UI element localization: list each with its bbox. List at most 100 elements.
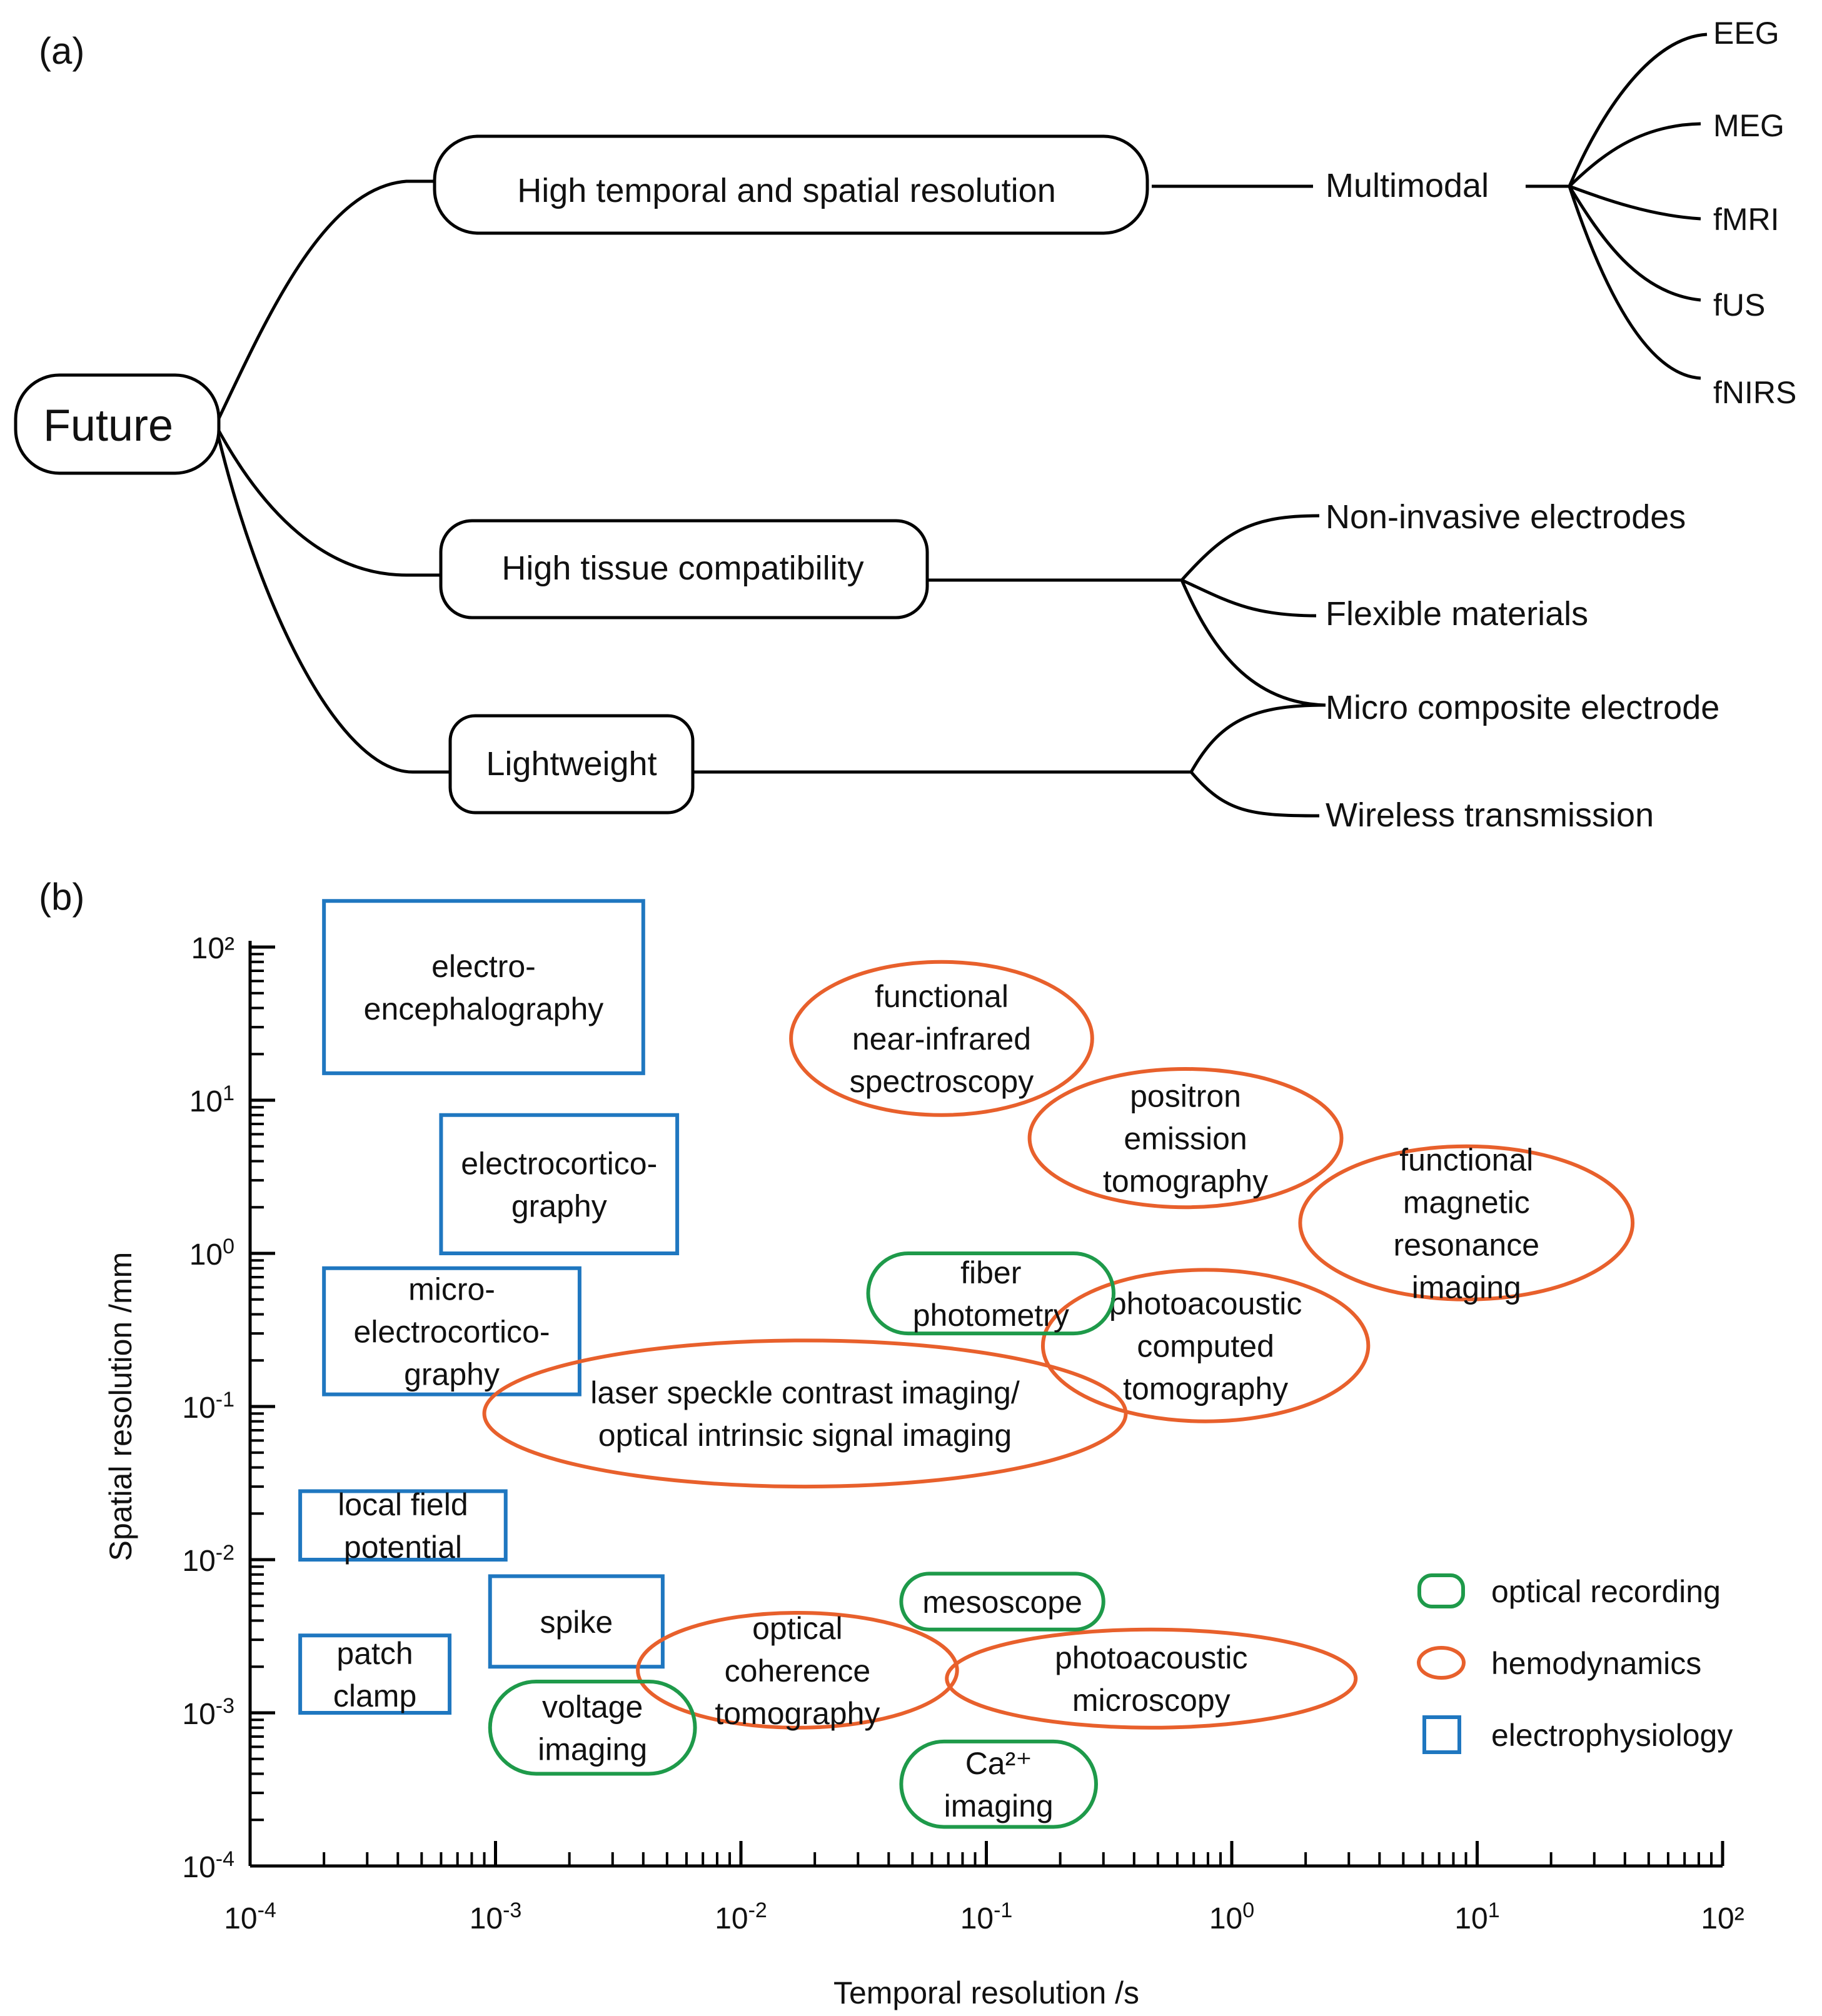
tree-connectors: [214, 33, 1708, 818]
legend-entry-hemodynamics: hemodynamics: [1417, 1646, 1701, 1681]
region-laser-speckle-contrast-imaging-optical-intrinsic-signal-imaging: laser speckle contrast imaging/optical i…: [482, 1338, 1128, 1489]
region-label: local field: [338, 1487, 468, 1522]
region-label: patch: [336, 1636, 413, 1671]
region-ellipse: [1040, 1268, 1371, 1423]
chart-legend: optical recording hemodynamics electrophys…: [1417, 1573, 1733, 1754]
region-ellipse: [1298, 1144, 1635, 1301]
connector-root-tissue: [214, 424, 444, 577]
modality-fus: fUS: [1713, 288, 1765, 323]
region-label: imaging: [944, 1788, 1054, 1823]
node-temporal-spatial-box: [433, 134, 1149, 235]
panel-a: (a) Future High te: [14, 16, 1796, 834]
region-positron-emission-tomography: positron emission tomography: [1027, 1066, 1344, 1210]
y-tick-label: 100: [189, 1235, 234, 1271]
region-ellipse: [1027, 1066, 1344, 1210]
legend-label: optical recording: [1491, 1574, 1721, 1609]
multimodal-label: Multimodal: [1326, 167, 1489, 204]
modality-fnirs: fNIRS: [1713, 375, 1796, 410]
region-label: electrocortico-: [461, 1146, 657, 1181]
region-label: tomography: [1123, 1372, 1288, 1407]
y-tick-label: 10-3: [182, 1694, 234, 1731]
node-tissue-box: [439, 519, 929, 619]
region-label: photometry: [913, 1298, 1069, 1333]
node-tissue: High tissue compatibility: [439, 519, 929, 619]
connector-fnirs: [1568, 186, 1701, 380]
legend-label: hemodynamics: [1491, 1646, 1701, 1681]
region-rounded-box: [488, 1679, 697, 1776]
region-label: micro-: [408, 1272, 495, 1307]
y-tick-label: 10-2: [182, 1541, 234, 1578]
region-label: resonance: [1394, 1227, 1540, 1262]
region-label: electro-: [431, 949, 536, 984]
modality-eeg: EEG: [1713, 16, 1779, 51]
y-tick-label: 10²: [191, 932, 234, 965]
x-tick-label: 10²: [1701, 1902, 1744, 1935]
x-tick-label: 10-3: [470, 1898, 522, 1935]
region-label: graphy: [404, 1357, 500, 1392]
x-tick-label: 10-2: [715, 1898, 767, 1935]
modality-fmri: fMRI: [1713, 202, 1779, 237]
region-label: electrocortico-: [354, 1315, 550, 1350]
region-mesoscope: mesoscope: [899, 1572, 1105, 1632]
panel-a-label: (a): [39, 30, 84, 72]
region-label: computed: [1137, 1329, 1274, 1364]
region-rect: [298, 1489, 508, 1562]
region-label: optical: [752, 1611, 843, 1646]
region-rect: [439, 1113, 680, 1255]
legend-swatch-rect: [1422, 1715, 1461, 1754]
region-label: mesoscope: [922, 1585, 1082, 1620]
region-ellipse: [482, 1338, 1128, 1489]
leaf-noninvasive: Non-invasive electrodes: [1326, 498, 1686, 536]
y-tick-label: 101: [189, 1081, 234, 1118]
region-patch-clamp: patch clamp: [298, 1633, 452, 1715]
region-rect: [488, 1574, 665, 1669]
technique-regions: electro-encephalography electrocortico-gr…: [298, 899, 1635, 1829]
node-lightweight: Lightweight: [448, 714, 695, 815]
region-label: imaging: [1412, 1270, 1521, 1305]
leaf-wireless: Wireless transmission: [1326, 796, 1654, 834]
leaf-micro-composite: Micro composite electrode: [1326, 689, 1719, 726]
leaf-flexible: Flexible materials: [1326, 595, 1588, 633]
region-label: functional: [1399, 1142, 1533, 1177]
region-label: optical intrinsic signal imaging: [598, 1418, 1012, 1453]
region-label: spike: [540, 1605, 613, 1640]
legend-label: electrophysiology: [1491, 1718, 1733, 1753]
legend-entry-optical-recording: optical recording: [1417, 1573, 1721, 1609]
connector-root-lightweight: [214, 424, 451, 774]
y-tick-label: 10-1: [182, 1388, 234, 1425]
region-label: positron: [1130, 1079, 1241, 1114]
y-axis-title: Spatial resolution /mm: [103, 1252, 138, 1562]
region-label: encephalography: [364, 991, 604, 1026]
region-label: magnetic: [1403, 1185, 1530, 1220]
region-ellipse: [636, 1610, 959, 1730]
region-label: tomography: [715, 1696, 880, 1731]
region-spike: spike: [488, 1574, 665, 1669]
root-label: Future: [43, 401, 173, 451]
region-label: tomography: [1103, 1164, 1268, 1199]
modality-meg: MEG: [1713, 108, 1784, 143]
region-label: emission: [1124, 1121, 1247, 1156]
region-label: imaging: [538, 1732, 647, 1767]
region-ellipse: [789, 960, 1094, 1117]
region-rect: [298, 1633, 452, 1715]
connector-wireless: [1190, 771, 1320, 818]
x-axis-title: Temporal resolution /s: [833, 1975, 1139, 2010]
region-rect: [322, 899, 645, 1075]
node-temporal-spatial-label: High temporal and spatial resolution: [517, 172, 1056, 209]
region-label: clamp: [333, 1678, 416, 1713]
x-tick-label: 100: [1209, 1898, 1254, 1935]
root-node-box: [14, 373, 221, 475]
x-tick-label: 10-4: [224, 1898, 276, 1935]
region-functional-magnetic-resonance-imaging: functional magnetic resonance imaging: [1298, 1142, 1635, 1305]
y-tick-label: 10-4: [182, 1847, 234, 1884]
legend-entry-electrophysiology: electrophysiology: [1422, 1715, 1733, 1754]
connector-fmri: [1569, 184, 1701, 221]
